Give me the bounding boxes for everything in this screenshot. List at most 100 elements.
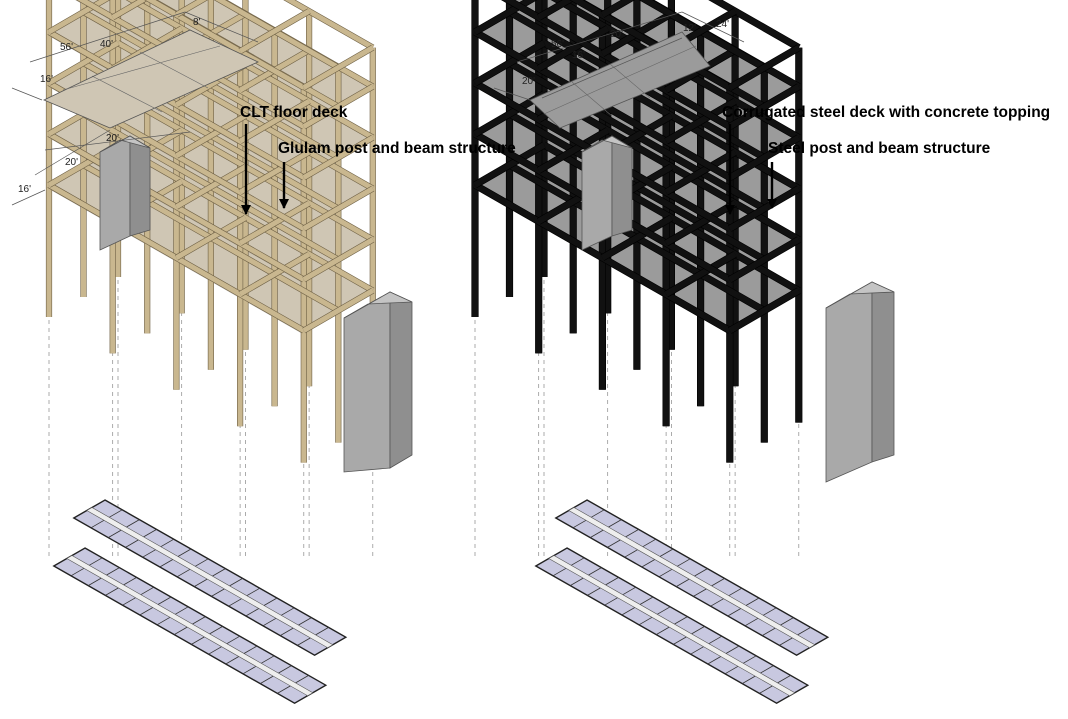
floor-plan-partition (742, 675, 756, 684)
core-tower-top (343, 291, 413, 319)
dim-steel-roof-bay-2: 16' (572, 50, 585, 61)
roof-joint (139, 51, 209, 89)
roof-joint (571, 81, 613, 117)
floor-plan-partition (656, 626, 670, 635)
floor-plan-partition (139, 607, 153, 616)
floor-plan-partition (298, 617, 312, 626)
core-tower-side (389, 291, 413, 469)
floor-plan-partition (591, 509, 605, 518)
beam (473, 0, 537, 35)
beam (473, 142, 546, 188)
roof-joint (62, 45, 221, 91)
roof-joint (609, 63, 651, 99)
floor-plan-partition (157, 596, 172, 605)
floor-plan-corridor (86, 507, 334, 649)
floor-plan-partition (570, 577, 584, 586)
core-tower-side (129, 135, 151, 237)
floor-plan-partition (743, 655, 757, 664)
floor-plan-partition (622, 586, 636, 596)
floor-plan-partition (780, 617, 794, 626)
beam (238, 150, 311, 195)
floor-plan-partition (208, 646, 222, 655)
beam (728, 84, 801, 130)
floor-plan-partition (763, 607, 777, 616)
beam (238, 201, 311, 246)
floor-plan-partition (710, 598, 724, 607)
dimension-line (44, 131, 191, 151)
floor-plan-partition (280, 627, 294, 636)
floor-plan-partition (209, 626, 223, 635)
floor-plan-partition (263, 597, 278, 606)
dim-roof-bay: 40' (100, 39, 113, 50)
beam (709, 0, 801, 51)
floor-plan-partition (608, 519, 622, 528)
floor-plan-partition (212, 568, 226, 577)
floor-plan-partition (744, 617, 759, 627)
floor-plan-partition (242, 665, 257, 675)
core-tower-top (825, 281, 895, 309)
dimension-line (184, 11, 259, 43)
beam (111, 0, 148, 20)
floor-plan-partition (727, 608, 741, 617)
core-tower-side (611, 135, 633, 237)
beam (302, 84, 375, 129)
floor-plan-partition (123, 577, 137, 586)
floor-plan-partition (590, 529, 604, 538)
floor-plan-partition (281, 607, 295, 616)
floor-plan-partition (658, 568, 673, 578)
floor-plan-partition (641, 559, 655, 568)
floor-plan-partition (160, 538, 174, 548)
floor-plan-partition (571, 557, 585, 566)
floor-plan-corridor (548, 555, 796, 697)
floor-plan-partition (90, 519, 105, 529)
dim-steel-overhang-2: 24' (716, 19, 729, 30)
dim-frame-depth: 16' (18, 184, 31, 195)
steel-structure-label: Steel post and beam structure (768, 140, 991, 157)
dimension-line (29, 11, 186, 63)
floor-plan-partition (572, 519, 587, 529)
floor-plan-partition (777, 675, 791, 684)
floor-plan-partition (762, 627, 776, 636)
timber-structure-diagram (11, 0, 413, 705)
floor-plan-partition (624, 549, 638, 558)
beam (175, 0, 207, 17)
core-tower-top (99, 135, 151, 153)
floor-plan-partition (159, 559, 173, 568)
floor-plan-partition (759, 685, 773, 694)
core-tower-top (581, 135, 633, 153)
beam (473, 40, 546, 86)
beam (664, 251, 737, 297)
floor-plan-partition (228, 598, 242, 607)
floor-plan-partition (211, 588, 225, 597)
floor-plan-partition (605, 577, 619, 586)
floor-plan-partition (277, 685, 291, 694)
clt-floor-deck-label: CLT floor deck (240, 104, 348, 121)
roof-joint (91, 75, 163, 113)
floor-plan-partition (607, 539, 621, 548)
dimension-line (11, 87, 43, 101)
callout-arrowhead (279, 199, 289, 209)
beam (238, 9, 311, 54)
callout-arrowhead (767, 199, 777, 209)
floor-plan-partition (673, 636, 687, 645)
floor-plan-corridor (66, 555, 314, 697)
floor-plan-partition (625, 529, 639, 538)
floor-plan-partition (176, 568, 191, 578)
floor-plan-partition (156, 616, 171, 626)
core-tower (581, 135, 613, 251)
roof-deck (43, 29, 259, 129)
floor-plan-partition (243, 645, 258, 654)
beam (302, 186, 375, 231)
dimension-line (493, 87, 531, 101)
beam (175, 164, 247, 209)
floor-plan-partition (728, 587, 742, 597)
floor-plan-partition (143, 529, 157, 538)
floor-plan-partition (779, 637, 793, 646)
floor-plan-partition (177, 548, 192, 557)
floor-plan-partition (260, 675, 274, 684)
callout-arrowhead (241, 205, 251, 215)
dim-steel-roof-depth: 20' (522, 76, 535, 87)
beam (238, 252, 311, 297)
beam (728, 45, 801, 91)
